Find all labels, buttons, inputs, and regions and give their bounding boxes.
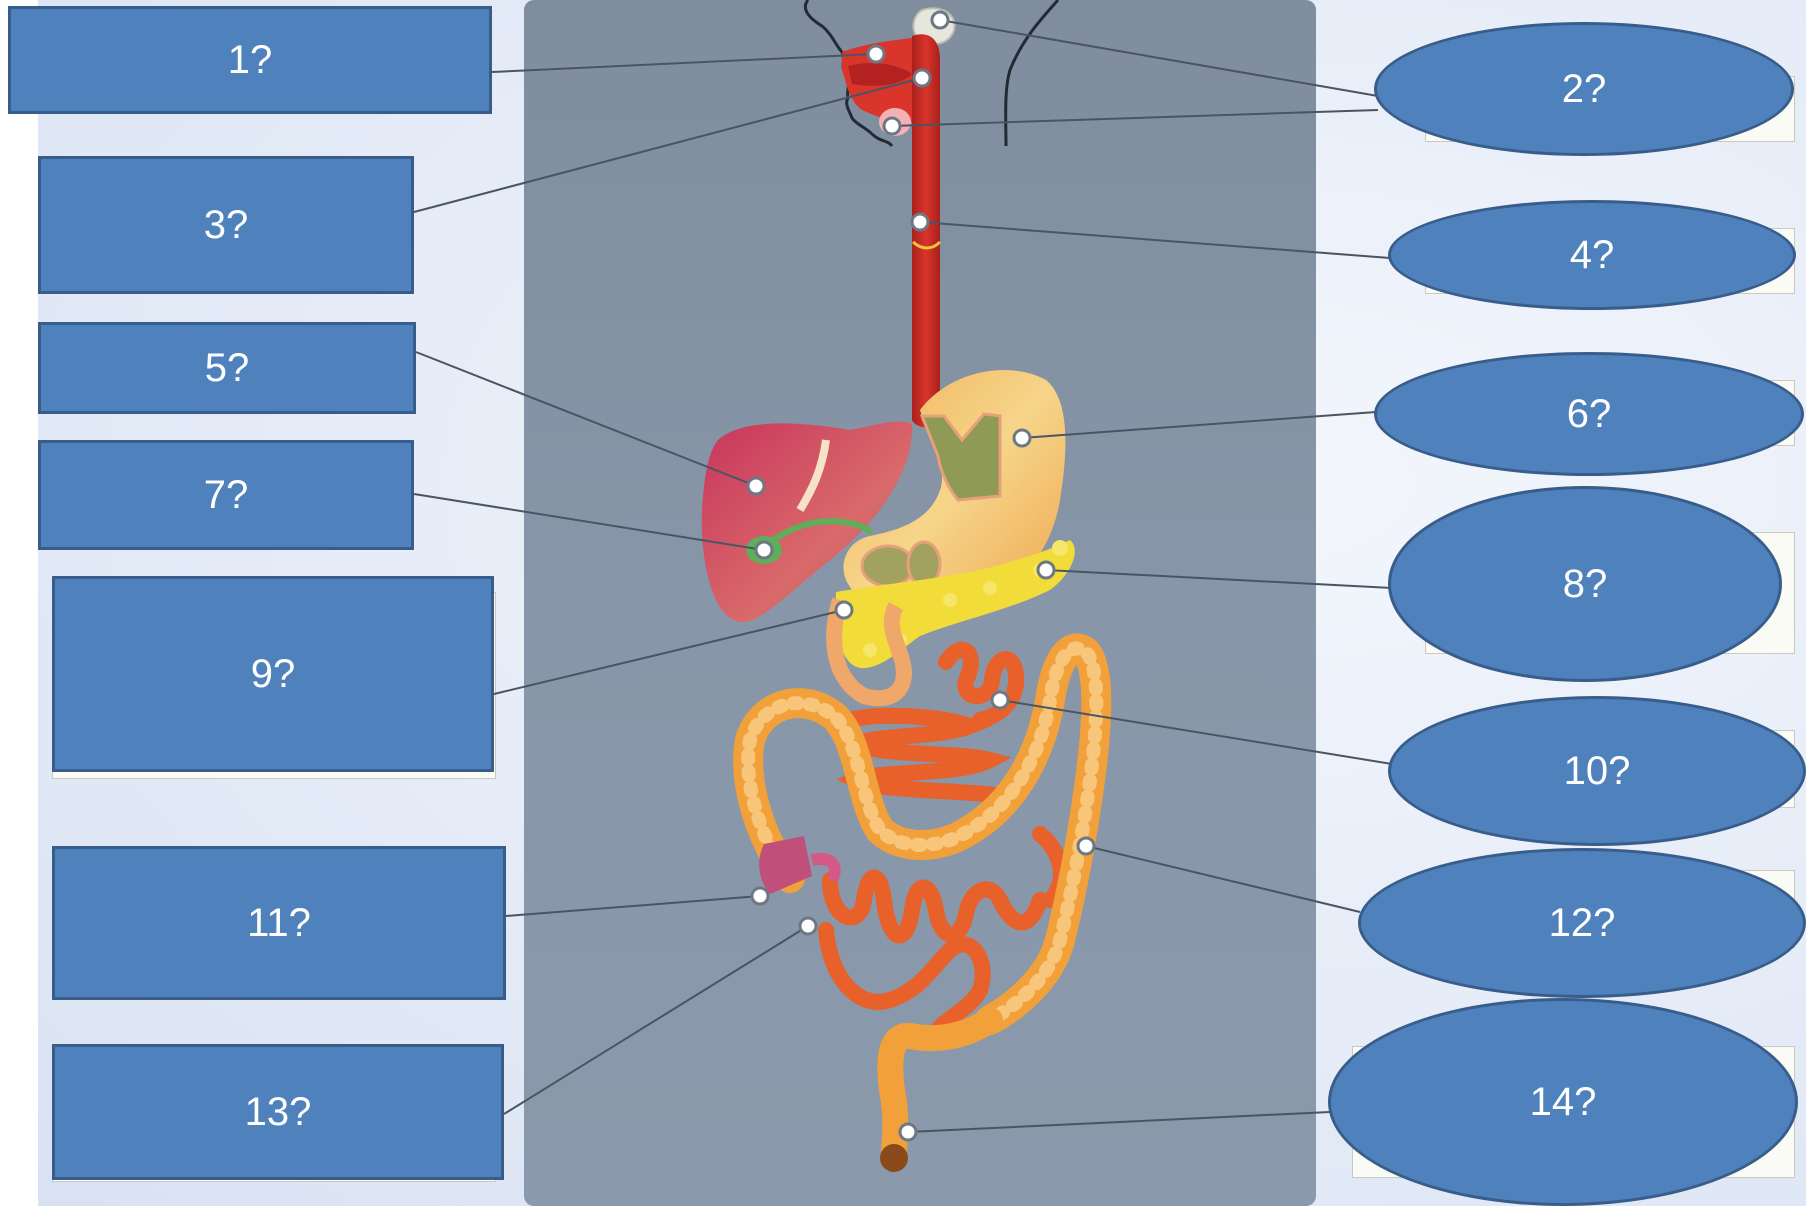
label-13-text: 13? — [245, 1090, 312, 1135]
cecum — [759, 836, 812, 894]
pin-14 — [900, 1124, 916, 1140]
pin-8 — [1038, 562, 1054, 578]
label-2[interactable]: 2? — [1374, 22, 1794, 156]
pin-5 — [748, 478, 764, 494]
esophagus — [912, 34, 940, 427]
label-13[interactable]: 13? — [52, 1044, 504, 1180]
label-9-text: 9? — [251, 652, 296, 697]
label-12[interactable]: 12? — [1358, 848, 1806, 998]
label-2-text: 2? — [1562, 67, 1607, 112]
label-8[interactable]: 8? — [1388, 486, 1782, 682]
label-3[interactable]: 3? — [38, 156, 414, 294]
pin-1 — [868, 46, 884, 62]
label-8-text: 8? — [1563, 562, 1608, 607]
pin-10 — [992, 692, 1008, 708]
pin-7 — [756, 542, 772, 558]
label-12-text: 12? — [1549, 901, 1616, 946]
pin-2a — [932, 12, 948, 28]
pin-12 — [1078, 838, 1094, 854]
pin-4 — [912, 214, 928, 230]
label-1[interactable]: 1? — [8, 6, 492, 114]
pin-11 — [752, 888, 768, 904]
label-7-text: 7? — [204, 473, 249, 518]
label-14-text: 14? — [1530, 1080, 1597, 1125]
pin-2b — [884, 118, 900, 134]
label-1-text: 1? — [228, 38, 273, 83]
label-10-text: 10? — [1564, 749, 1631, 794]
label-6[interactable]: 6? — [1374, 352, 1804, 476]
label-10[interactable]: 10? — [1388, 696, 1806, 846]
label-11[interactable]: 11? — [52, 846, 506, 1000]
label-9[interactable]: 9? — [52, 576, 494, 772]
label-6-text: 6? — [1567, 392, 1612, 437]
label-3-text: 3? — [204, 203, 249, 248]
pin-6 — [1014, 430, 1030, 446]
label-14[interactable]: 14? — [1328, 998, 1798, 1206]
pin-13 — [800, 918, 816, 934]
label-4[interactable]: 4? — [1388, 200, 1796, 310]
pin-3 — [914, 70, 930, 86]
label-7[interactable]: 7? — [38, 440, 414, 550]
label-11-text: 11? — [247, 901, 311, 946]
anus — [880, 1144, 908, 1172]
label-5[interactable]: 5? — [38, 322, 416, 414]
label-4-text: 4? — [1570, 233, 1615, 278]
pin-9 — [836, 602, 852, 618]
label-5-text: 5? — [205, 346, 250, 391]
